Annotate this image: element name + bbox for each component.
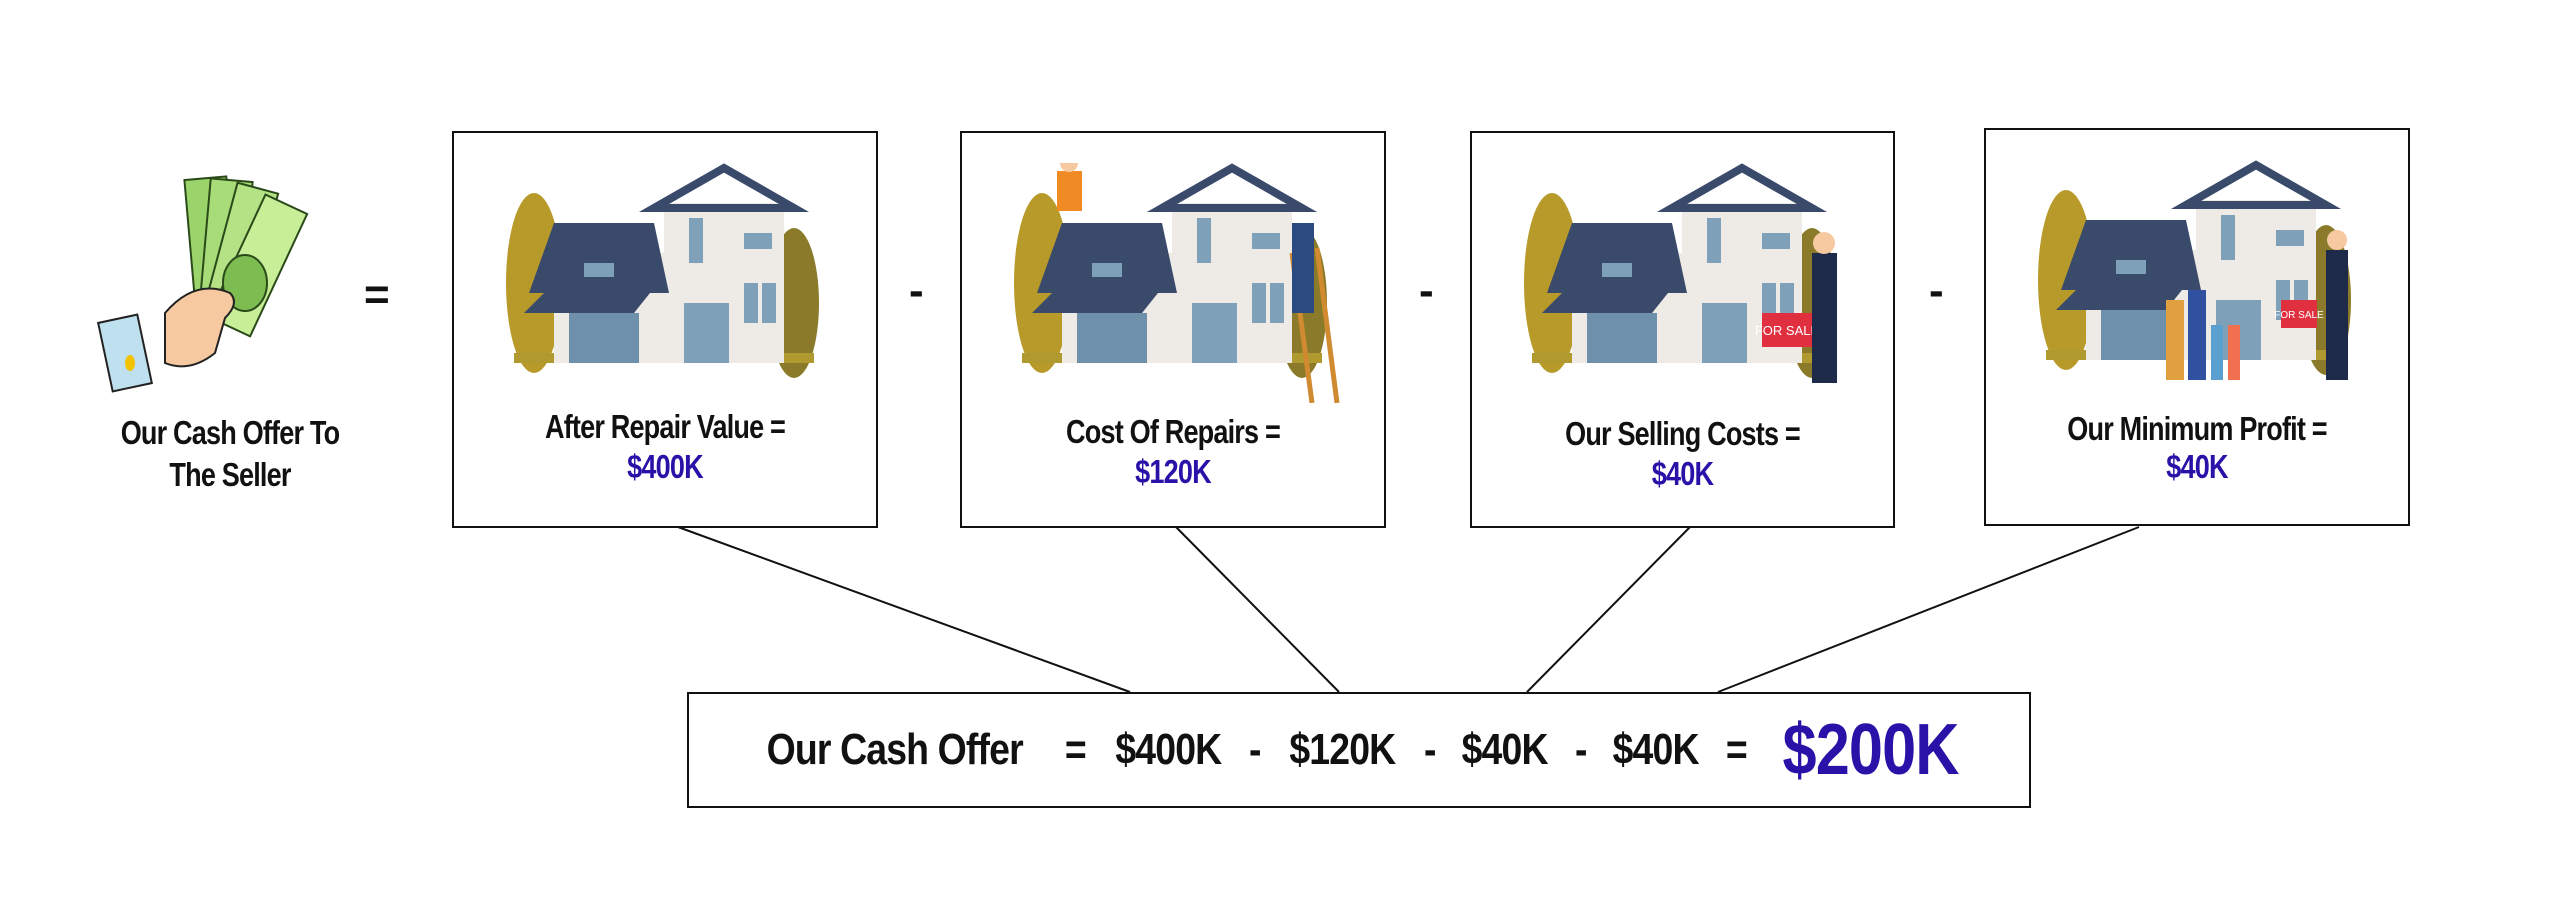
- equals-sign: =: [364, 270, 390, 319]
- box-label: Cost Of Repairs =: [1066, 413, 1281, 450]
- hand-holding-cash-icon: [96, 175, 309, 393]
- caption-line: The Seller: [169, 456, 291, 493]
- after-repair-value-box: After Repair Value = $400K: [452, 131, 878, 528]
- house-icon: [506, 163, 819, 378]
- cost-of-repairs-box: Cost Of Repairs = $120K: [960, 131, 1386, 528]
- cash-offer-formula: Our Cash Offer = $400K - $120K - $40K - …: [687, 692, 2031, 808]
- formula-term: $40K: [1462, 725, 1549, 774]
- formula-equals: =: [1726, 725, 1748, 774]
- house-repair-icon: [1014, 163, 1340, 403]
- connector-line: [1717, 526, 2140, 693]
- formula-equals: =: [1064, 725, 1087, 774]
- formula-result: $200K: [1782, 710, 1960, 790]
- svg-text:FOR SALE: FOR SALE: [2274, 310, 2324, 321]
- connector-line: [1175, 526, 1340, 693]
- formula-minus: -: [1574, 725, 1587, 774]
- house-family-icon: FOR SALE: [2038, 160, 2351, 380]
- caption-line: Our Cash Offer To: [120, 414, 340, 451]
- svg-text:FOR SALE: FOR SALE: [1755, 323, 1820, 338]
- box-label: After Repair Value =: [544, 408, 786, 445]
- connector-line: [1526, 526, 1691, 693]
- house-for-sale-icon: FOR SALE: [1524, 163, 1837, 383]
- box-label: Our Minimum Profit =: [2067, 410, 2327, 447]
- minus-sign: -: [909, 266, 924, 315]
- cash-offer-caption: Our Cash Offer To The Seller: [107, 412, 353, 496]
- minimum-profit-box: FOR SALE Our Minimum Profit = $40K: [1984, 128, 2410, 526]
- box-value: $400K: [627, 448, 703, 485]
- formula-term: $40K: [1612, 725, 1700, 774]
- minus-sign: -: [1929, 266, 1944, 315]
- formula-label: Our Cash Offer: [766, 725, 1023, 774]
- formula-term: $400K: [1115, 725, 1222, 774]
- formula-term: $120K: [1289, 725, 1396, 774]
- box-value: $40K: [2166, 448, 2228, 485]
- box-label: Our Selling Costs =: [1565, 415, 1801, 452]
- selling-costs-box: FOR SALE Our Selling Costs = $40K: [1470, 131, 1895, 528]
- formula-minus: -: [1249, 725, 1262, 774]
- connector-line: [677, 526, 1131, 693]
- box-value: $40K: [1651, 455, 1714, 492]
- box-value: $120K: [1135, 453, 1211, 490]
- minus-sign: -: [1419, 266, 1434, 315]
- formula-minus: -: [1423, 725, 1436, 774]
